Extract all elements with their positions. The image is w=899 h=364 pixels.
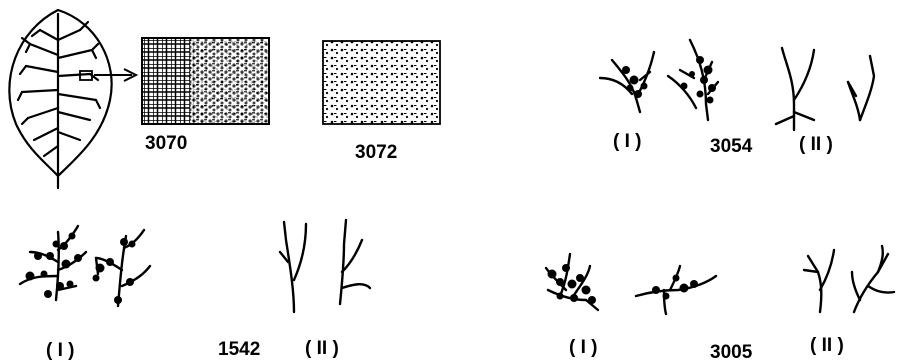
sample-label-3072: 3072 [355,143,397,162]
branch-sketch-1542-i [20,226,150,306]
branch-sketch-1542-ii [280,220,370,312]
leaf-illustration [9,10,111,188]
group-label-1542-i: ( I ) [46,341,75,360]
sample-label-3054: 3054 [710,137,752,156]
branch-sketch-3054-ii [776,48,874,130]
sample-label-3005: 3005 [710,343,752,362]
nodule-dots-3054 [622,56,716,104]
sample-label-3070: 3070 [145,134,187,153]
group-label-3005-ii: ( II ) [810,336,844,355]
micrograph-panel-3072 [323,41,440,124]
group-label-3054-i: ( I ) [613,132,642,151]
micrograph-panel-3070 [142,38,269,124]
arrow [94,69,136,81]
group-label-3005-i: ( I ) [569,338,598,357]
group-label-1542-ii: ( II ) [305,339,339,358]
branch-sketch-3005-ii [804,246,894,312]
nodule-dots-3005 [548,264,699,304]
sample-label-1542: 1542 [218,340,260,359]
group-label-3054-ii: ( II ) [799,135,833,154]
